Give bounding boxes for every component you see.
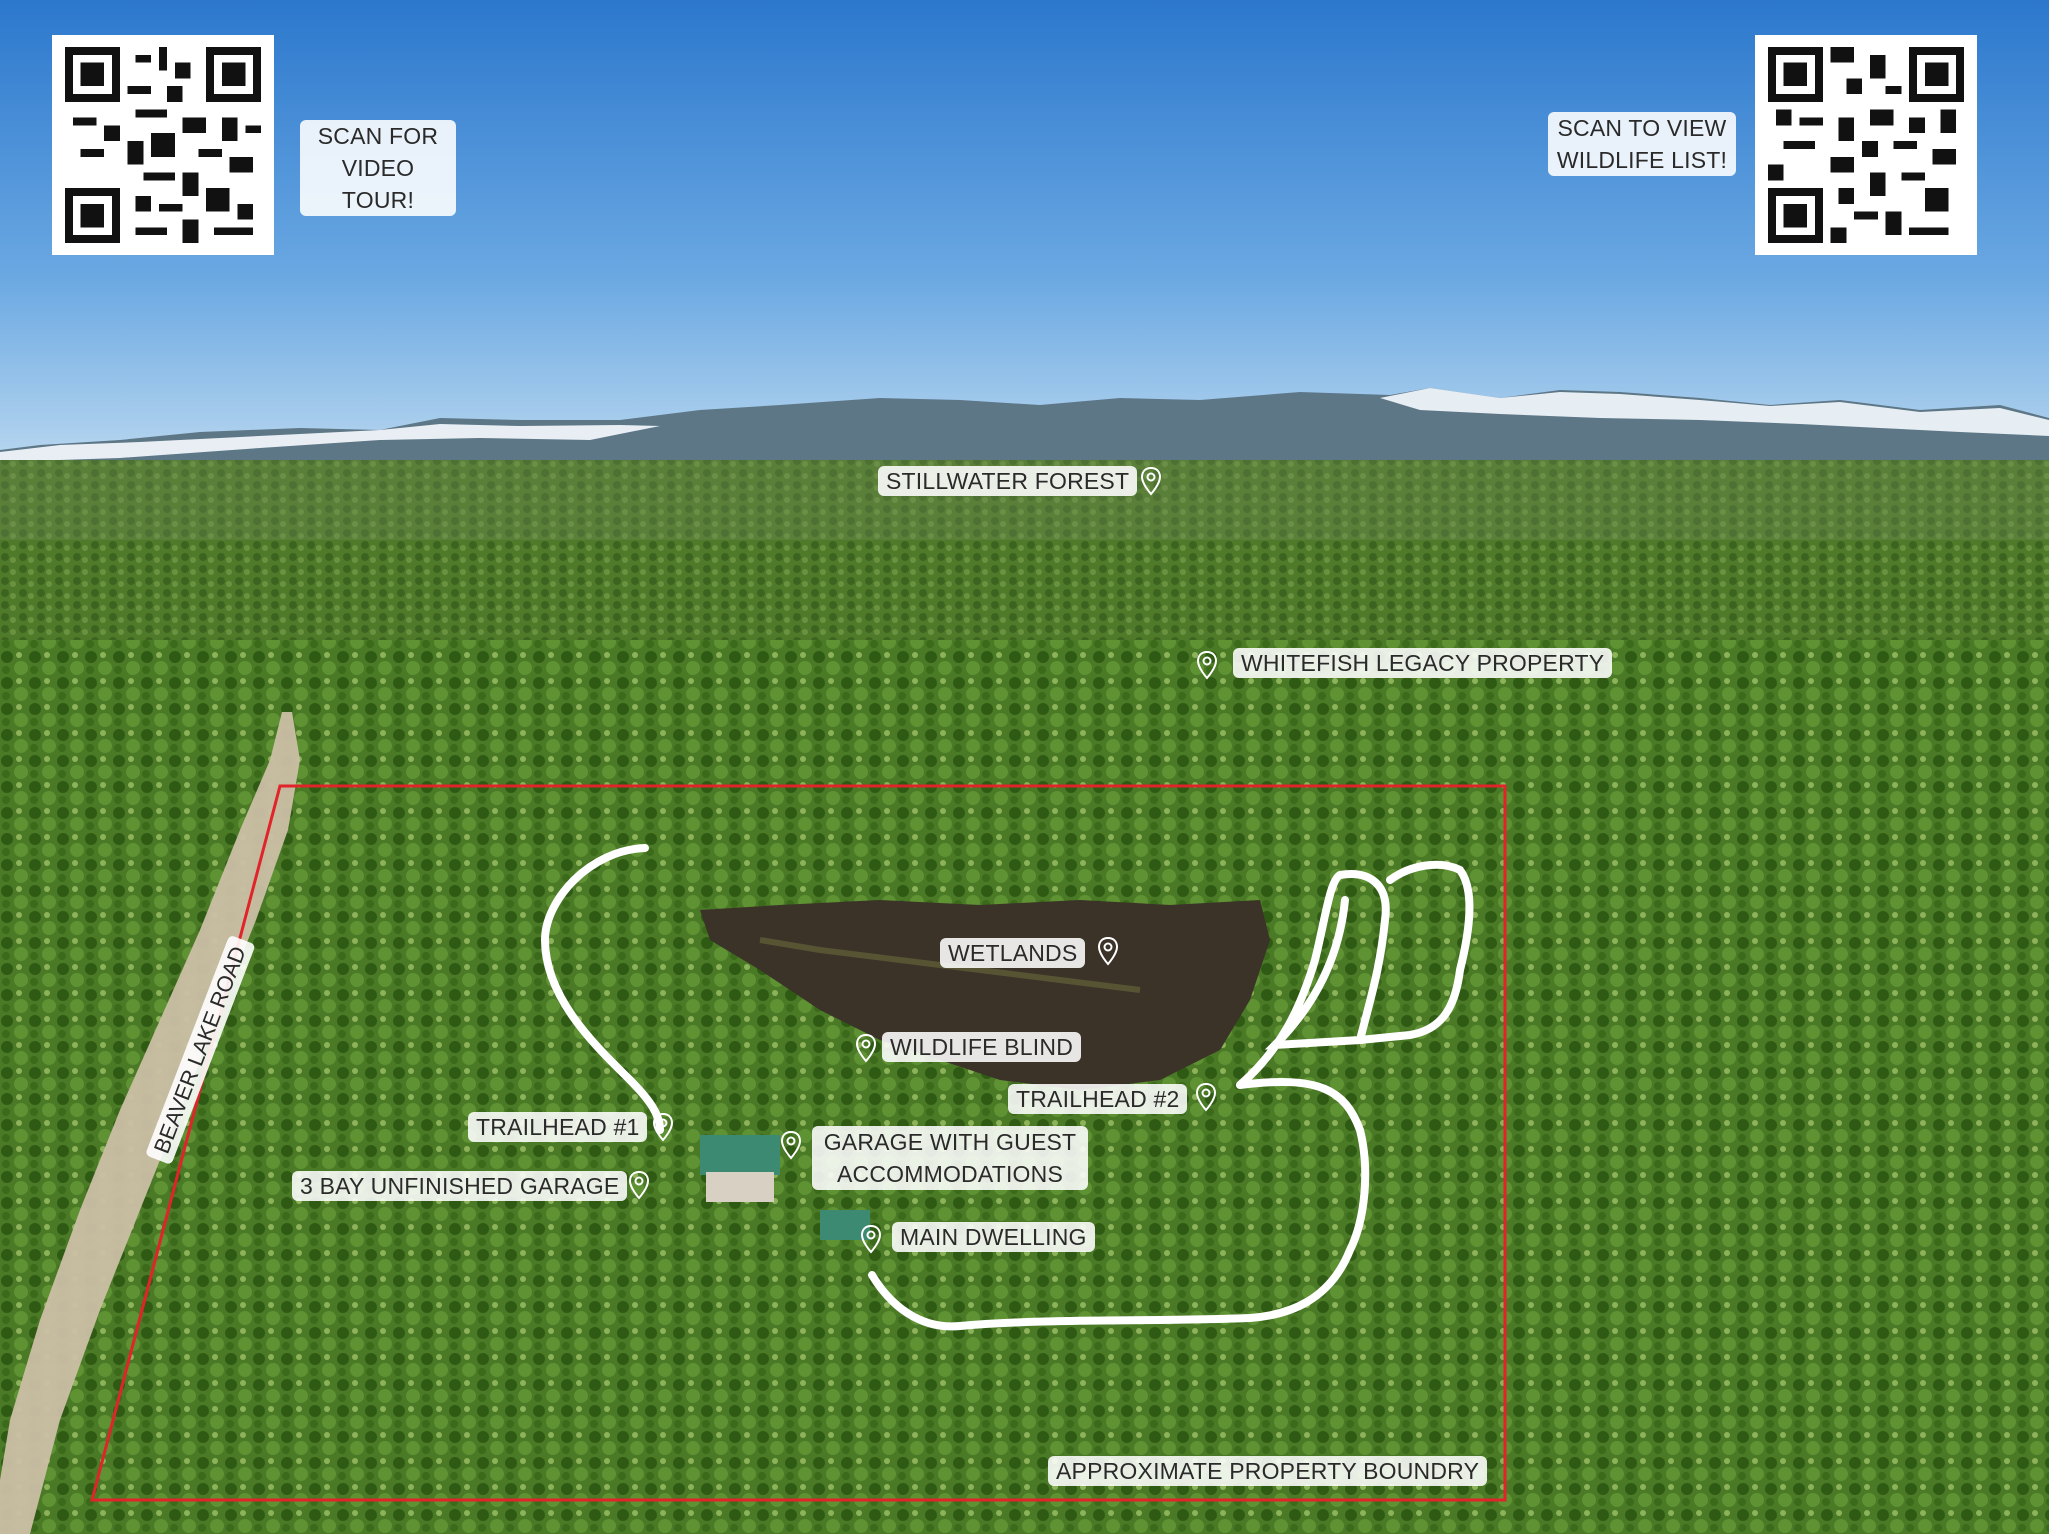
map-pin-icon: [860, 1224, 882, 1254]
beaver-lake-road-surface: [0, 712, 300, 1534]
label-stillwater-forest: STILLWATER FOREST: [878, 466, 1138, 496]
sky: [0, 0, 2049, 460]
qr-left-caption: SCAN FOR VIDEO TOUR!: [300, 120, 456, 216]
label-trailhead-2: TRAILHEAD #2: [1008, 1084, 1188, 1114]
map-pin-icon: [780, 1130, 802, 1160]
map-pin-icon: [1195, 1082, 1217, 1112]
garage-roof: [700, 1135, 780, 1175]
qr-code-video-tour[interactable]: [52, 35, 274, 255]
wetlands-water: [700, 900, 1270, 1090]
label-whitefish-legacy: WHITEFISH LEGACY PROPERTY: [1233, 648, 1613, 678]
snow-caps: [0, 424, 660, 462]
qr-code-wildlife-list[interactable]: [1755, 35, 1977, 255]
label-main-dwelling: MAIN DWELLING: [892, 1222, 1095, 1252]
map-pin-icon: [628, 1170, 650, 1200]
snow-caps-right: [1380, 388, 2049, 436]
label-property-boundary: APPROXIMATE PROPERTY BOUNDRY: [1048, 1456, 1488, 1486]
map-pin-icon: [652, 1112, 674, 1142]
label-unfinished-garage: 3 BAY UNFINISHED GARAGE: [292, 1171, 628, 1201]
trail-loop-west: [540, 844, 664, 1134]
label-garage-guest: GARAGE WITH GUEST ACCOMMODATIONS: [812, 1126, 1088, 1190]
map-pin-icon: [855, 1033, 877, 1063]
map-pin-icon: [1140, 466, 1162, 496]
map-pin-icon: [1196, 650, 1218, 680]
qr-right-caption: SCAN TO VIEW WILDLIFE LIST!: [1548, 112, 1736, 176]
label-wetlands: WETLANDS: [940, 938, 1086, 968]
label-wildlife-blind: WILDLIFE BLIND: [882, 1032, 1082, 1062]
property-boundary: [90, 784, 1507, 1502]
label-trailhead-1: TRAILHEAD #1: [468, 1112, 648, 1142]
trail-loop-northeast: [1236, 860, 1474, 1089]
garage-wall: [706, 1172, 774, 1202]
trail-loop-east: [868, 1078, 1370, 1331]
map-pin-icon: [1097, 936, 1119, 966]
